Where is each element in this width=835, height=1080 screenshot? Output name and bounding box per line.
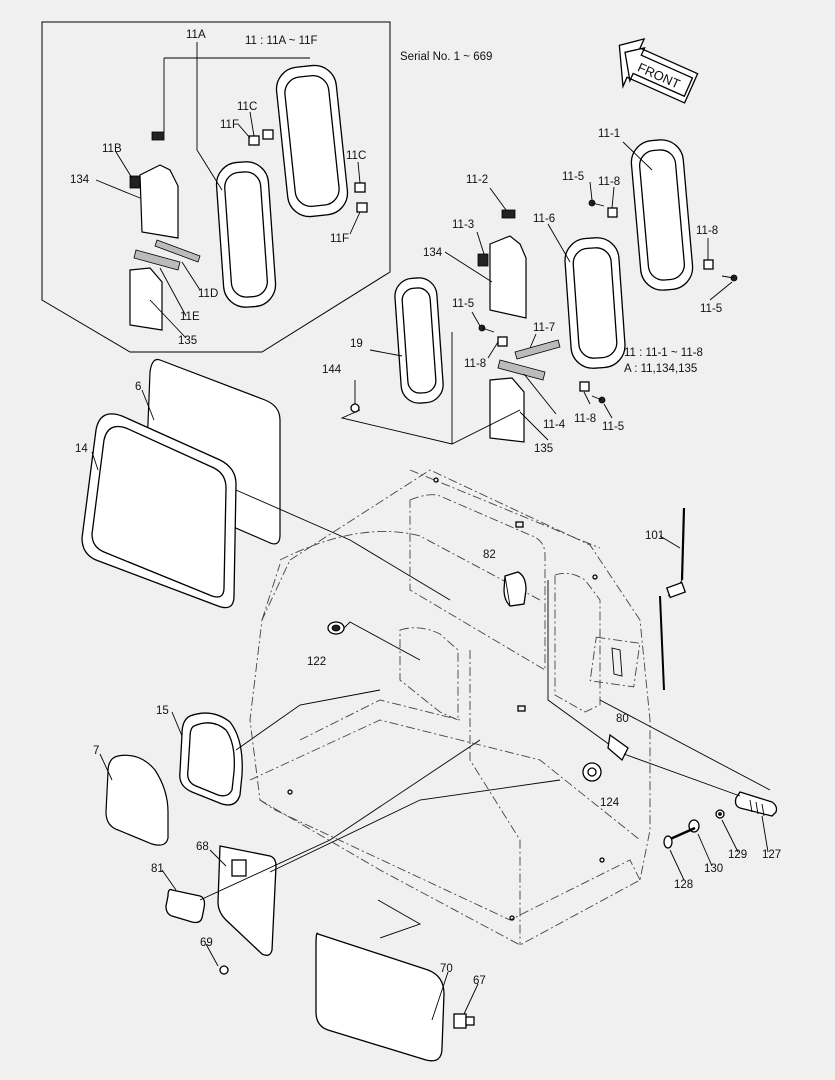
- handle-parts: [599, 699, 778, 881]
- callout-82: 82: [483, 549, 496, 561]
- callout-130: 130: [704, 863, 723, 875]
- group-note-2: A : 11,134,135: [624, 363, 697, 375]
- callout-11B: 11B: [102, 143, 122, 155]
- cab-frame: [249, 469, 651, 946]
- callout-11-5: 11-5: [562, 171, 584, 183]
- callout-134: 134: [70, 174, 90, 186]
- callout-68: 68: [196, 841, 209, 853]
- callout-19: 19: [350, 338, 363, 350]
- callout-14: 14: [75, 443, 88, 455]
- callout-11D: 11D: [198, 288, 218, 300]
- inset-parts: [95, 42, 368, 339]
- callout-135: 135: [178, 335, 197, 347]
- callout-15: 15: [156, 705, 169, 717]
- callout-11-7: 11-7: [533, 322, 555, 334]
- callout-11F: 11F: [330, 233, 349, 245]
- callout-144: 144: [322, 364, 342, 376]
- inset-group-label: 11 : 11A ~ 11F: [245, 35, 318, 47]
- callout-67: 67: [473, 975, 486, 987]
- front-arrow: FRONT: [618, 37, 699, 104]
- callout-80: 80: [616, 713, 629, 725]
- callout-6: 6: [135, 381, 141, 393]
- callout-122: 122: [307, 656, 326, 668]
- callout-69: 69: [200, 937, 213, 949]
- left-window-parts: [81, 358, 561, 1062]
- right-window-parts: [340, 139, 738, 445]
- callout-101: 101: [645, 530, 664, 542]
- callout-11-8: 11-8: [696, 225, 718, 237]
- callout-11C: 11C: [346, 150, 366, 162]
- inset-box: [41, 21, 391, 353]
- callout-7: 7: [93, 745, 99, 757]
- callout-11-8: 11-8: [464, 358, 486, 370]
- group-note-1: 11 : 11-1 ~ 11-8: [624, 347, 703, 359]
- callout-127: 127: [762, 849, 781, 861]
- callout-11F: 11F: [220, 119, 239, 131]
- callout-134: 134: [423, 247, 443, 259]
- callout-11-5: 11-5: [452, 298, 474, 310]
- callout-11C: 11C: [237, 101, 257, 113]
- callout-11E: 11E: [180, 311, 200, 323]
- callout-11-5: 11-5: [700, 303, 722, 315]
- antenna: [659, 507, 687, 691]
- callout-129: 129: [728, 849, 747, 861]
- callout-70: 70: [440, 963, 453, 975]
- labels: Serial No. 1 ~ 669 11 : 11A ~ 11F 11 : 1…: [70, 29, 781, 987]
- callout-11-4: 11-4: [543, 419, 566, 431]
- callout-11-8: 11-8: [598, 176, 620, 188]
- callout-124: 124: [600, 797, 620, 809]
- callout-11-3: 11-3: [452, 219, 474, 231]
- callout-11A: 11A: [186, 29, 206, 41]
- callout-11-5: 11-5: [602, 421, 624, 433]
- callout-11-8: 11-8: [574, 413, 596, 425]
- callout-11-1: 11-1: [598, 128, 620, 140]
- callout-128: 128: [674, 879, 693, 891]
- callout-11-6: 11-6: [533, 213, 555, 225]
- serial-label: Serial No. 1 ~ 669: [400, 51, 492, 63]
- callout-11-2: 11-2: [466, 174, 488, 186]
- callout-135: 135: [534, 443, 553, 455]
- callout-81: 81: [151, 863, 164, 875]
